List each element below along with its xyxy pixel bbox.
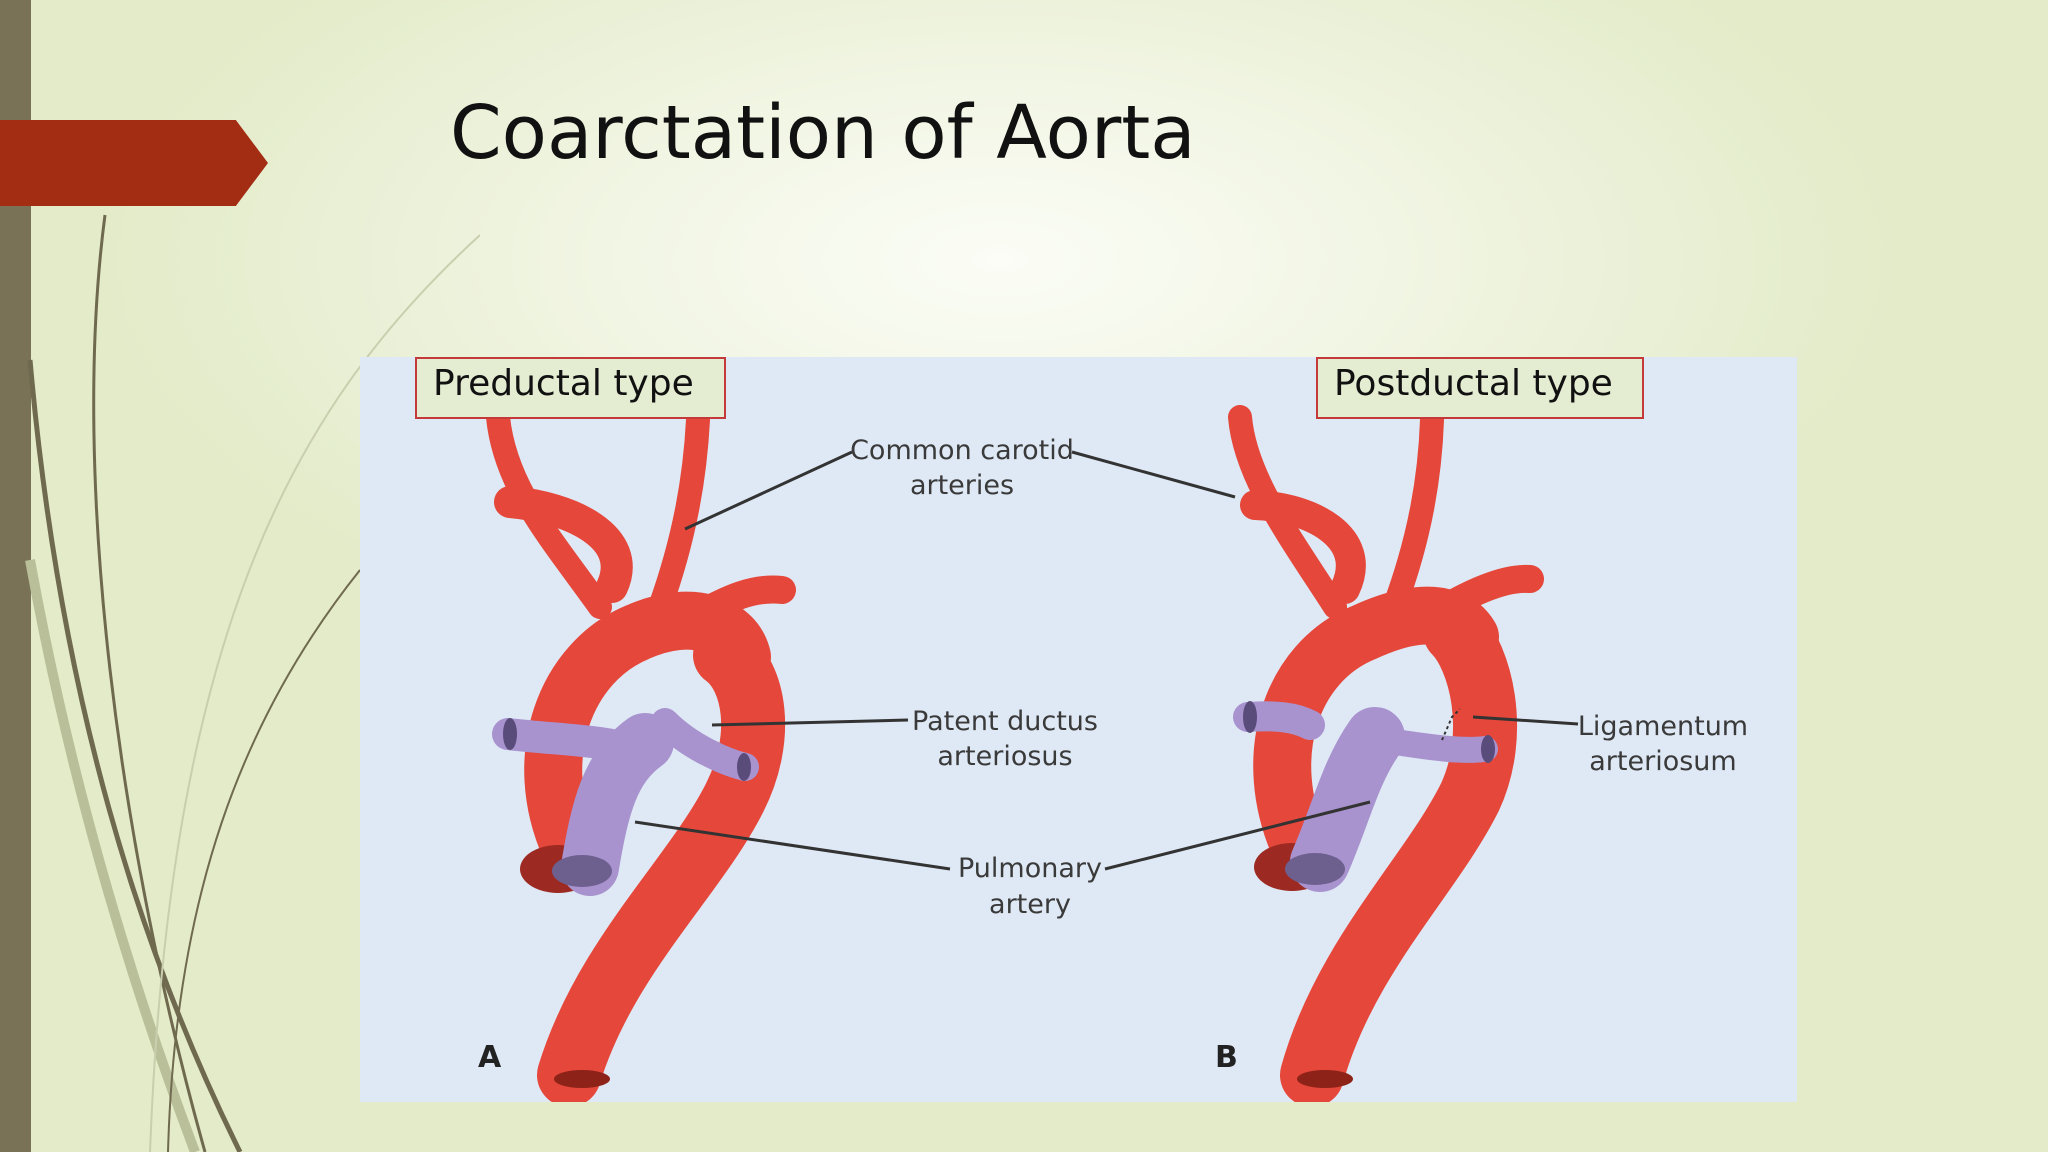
heart-vessels-a [486,405,796,1102]
preductal-type-label: Preductal type [415,357,726,419]
panel-label-a: A [478,1040,502,1075]
decorative-swoosh-lines [25,214,480,1152]
leader-lines [634,450,1579,871]
ductus-label-line1: Patent ductus [912,706,1098,737]
carotid-label-line2: arteries [910,470,1014,501]
slide-title: Coarctation of Aorta [450,90,1196,176]
ductus-label-line2: arteriosus [937,741,1072,772]
title-arrow-tab [0,120,268,206]
pulmonary-label-line1: Pulmonary [958,853,1102,884]
ligamentum-label-line1: Ligamentum [1578,711,1748,742]
panel-label-b: B [1215,1040,1238,1075]
postductal-type-label: Postductal type [1316,357,1644,419]
heart-vessels-b [1228,405,1544,1102]
coarctation-diagram: A B Com [360,357,1797,1102]
pulmonary-label-line2: artery [989,889,1071,920]
carotid-label-line1: Common carotid [850,435,1074,466]
ligamentum-label-line2: arteriosum [1589,746,1736,777]
